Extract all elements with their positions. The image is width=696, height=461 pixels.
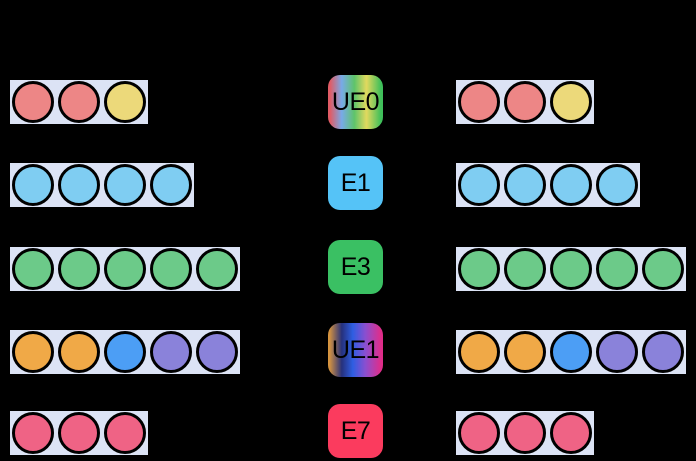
token-circle [550,331,592,373]
token-row-right-1 [456,80,594,124]
token-circle [504,248,546,290]
token-circle [150,331,192,373]
token-circle [12,412,54,454]
token-circle [550,248,592,290]
expert-box-label: E7 [340,416,371,445]
expert-box-label: E1 [340,168,371,197]
expert-box-label: UE0 [331,87,380,116]
token-circle [58,412,100,454]
token-circle [596,164,638,206]
expert-box-label: UE1 [331,335,380,364]
token-circle [596,248,638,290]
token-row-left-2 [10,163,194,207]
token-circle [504,164,546,206]
token-circle [58,81,100,123]
token-circle [458,81,500,123]
token-circle [12,331,54,373]
expert-box-e1: E1 [328,156,383,210]
token-circle [150,164,192,206]
token-row-right-3 [456,247,686,291]
token-circle [58,164,100,206]
token-circle [458,331,500,373]
expert-box-ue0: UE0 [328,75,383,129]
token-circle [550,412,592,454]
token-circle [12,81,54,123]
expert-box-e7: E7 [328,404,383,458]
token-circle [12,164,54,206]
token-row-left-3 [10,247,240,291]
token-circle [642,331,684,373]
token-circle [642,248,684,290]
token-circle [104,412,146,454]
token-row-right-4 [456,330,686,374]
token-circle [458,164,500,206]
token-row-right-5 [456,411,594,455]
token-circle [458,412,500,454]
token-row-left-5 [10,411,148,455]
token-circle [550,81,592,123]
token-circle [58,248,100,290]
token-circle [596,331,638,373]
token-circle [504,331,546,373]
token-circle [196,248,238,290]
expert-box-e3: E3 [328,240,383,294]
expert-box-label: E3 [340,252,371,281]
token-circle [458,248,500,290]
token-circle [104,248,146,290]
expert-box-ue1: UE1 [328,323,383,377]
token-circle [504,412,546,454]
token-circle [58,331,100,373]
token-row-left-4 [10,330,240,374]
token-circle [550,164,592,206]
token-row-right-2 [456,163,640,207]
token-circle [196,331,238,373]
token-circle [504,81,546,123]
token-circle [12,248,54,290]
token-circle [104,81,146,123]
token-row-left-1 [10,80,148,124]
token-circle [104,164,146,206]
token-circle [150,248,192,290]
token-circle [104,331,146,373]
